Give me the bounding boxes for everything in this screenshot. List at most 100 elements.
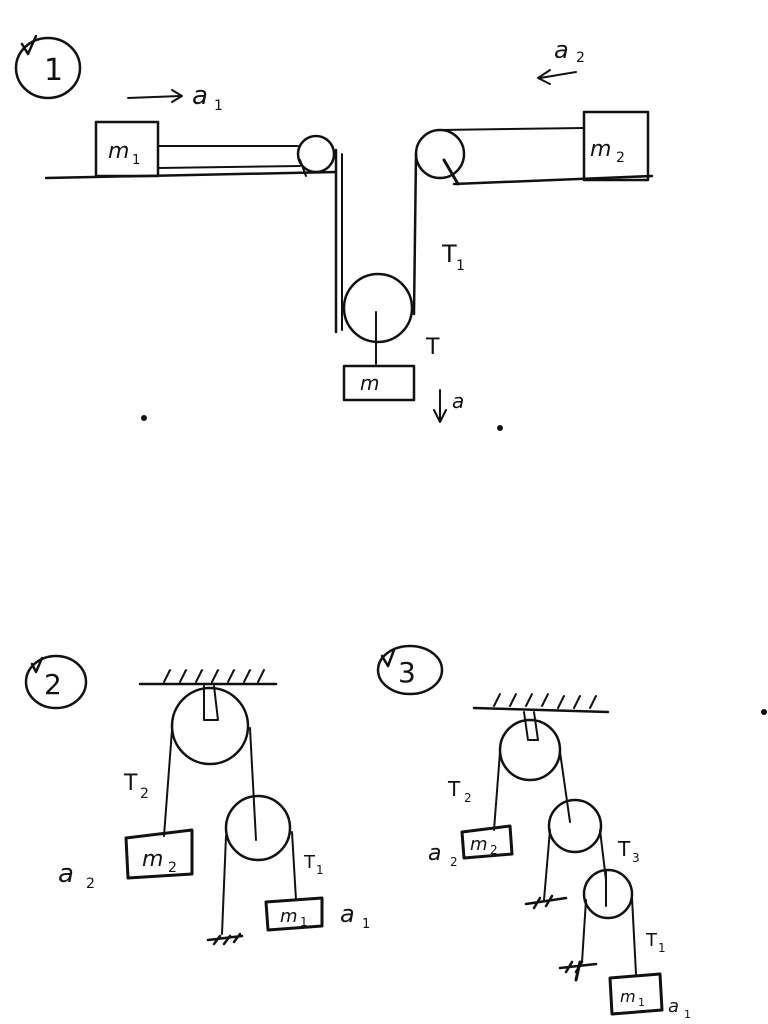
label-T1-sub: 1 xyxy=(658,941,666,955)
pulley-right xyxy=(414,128,466,186)
pulley-hanging xyxy=(342,272,414,365)
pulley-middle xyxy=(543,798,607,901)
pulley-hanging-wheel xyxy=(342,272,414,344)
label-a1: a xyxy=(668,996,679,1017)
label-T2: T xyxy=(447,777,461,801)
label-m: m xyxy=(360,371,379,395)
right-table-surface xyxy=(452,174,654,186)
ceiling-hatch xyxy=(163,669,265,683)
block-m1: m 1 xyxy=(264,896,324,932)
problem-2: 2 T 2 m 2 a 2 xyxy=(24,654,370,946)
label-a2-sub: 2 xyxy=(576,50,585,66)
label-m1: m xyxy=(620,987,636,1006)
string-m2-top xyxy=(439,127,585,131)
ground-anchor xyxy=(206,932,244,946)
accel-a1-arrow: a 1 xyxy=(127,81,223,114)
label-T2: T xyxy=(123,771,138,796)
pulley-top xyxy=(498,711,562,782)
label-T1-sub: 1 xyxy=(316,863,324,877)
ground-anchor-bottom-post xyxy=(574,960,582,982)
number-circle xyxy=(14,36,82,100)
rope-to-m2 xyxy=(493,751,501,831)
block-m2: m 2 xyxy=(124,828,194,880)
dot xyxy=(141,415,147,421)
problem-1: 1 a 1 a 2 m 1 xyxy=(14,34,654,431)
accel-a-arrow: a xyxy=(433,389,464,423)
ceiling xyxy=(472,693,610,714)
pulley-bottom-wheel xyxy=(582,868,634,920)
rope-lower-left xyxy=(221,835,227,935)
arrow-line xyxy=(539,71,577,79)
string-right-vertical xyxy=(412,152,418,316)
label-a2: a xyxy=(554,36,569,64)
string-m1-bottom xyxy=(157,165,301,169)
label-T1: T xyxy=(645,930,658,951)
label-a1: a xyxy=(192,81,208,111)
label-a: a xyxy=(452,389,464,413)
block-m: m xyxy=(342,364,416,402)
label-m2: m xyxy=(142,847,163,872)
pulley-lower-wheel xyxy=(224,794,292,862)
pulley-bottom xyxy=(581,868,637,975)
block-m2: m 2 xyxy=(582,110,650,182)
label-a1-sub: 1 xyxy=(684,1008,691,1021)
pulley-left xyxy=(296,134,336,177)
label-m1: m xyxy=(108,139,129,164)
arrow-head-icon xyxy=(171,89,183,103)
problem-3: 3 T 2 m 2 a 2 xyxy=(376,644,767,1021)
dot xyxy=(497,425,503,431)
arrow-head-icon xyxy=(433,409,447,423)
pulley-middle-wheel xyxy=(547,798,603,854)
accel-a2-arrow: a 2 xyxy=(537,36,585,85)
check-mark-icon xyxy=(380,648,396,668)
label-T: T xyxy=(425,335,440,360)
label-T1: T xyxy=(441,240,457,268)
pulley-top xyxy=(170,685,250,766)
problem-1-number-badge: 1 xyxy=(14,34,82,100)
rope-bottom-left xyxy=(581,899,587,963)
number-circle xyxy=(376,644,444,696)
pulley-right-wheel xyxy=(414,128,466,180)
rope-lower-right xyxy=(291,831,297,901)
arrow-head-icon xyxy=(537,69,551,85)
label-m1: m xyxy=(280,906,298,927)
label-a1-sub: 1 xyxy=(362,917,370,932)
label-a2: a xyxy=(58,859,74,889)
pulley-top-wheel xyxy=(170,686,250,766)
label-a1-sub: 1 xyxy=(214,98,223,114)
pulley-left-mount xyxy=(299,159,307,177)
label-T1-sub: 1 xyxy=(456,258,465,274)
rope-top-to-middle xyxy=(559,751,571,823)
label-T2-sub: 2 xyxy=(464,791,472,805)
label-a2: a xyxy=(428,841,441,866)
label-T3-sub: 3 xyxy=(632,851,640,865)
label-m1-sub: 1 xyxy=(300,915,308,929)
number-circle xyxy=(24,654,88,710)
label-m2-sub: 2 xyxy=(168,860,177,876)
label-a1: a xyxy=(340,900,355,928)
block-m2-box xyxy=(124,828,194,880)
block-m-box xyxy=(342,364,416,402)
block-m1-box xyxy=(264,896,324,932)
problem-3-number-badge: 3 xyxy=(376,644,444,696)
rope-middle-right xyxy=(599,829,607,881)
pulley-lower xyxy=(221,794,297,935)
block-m1: m 1 xyxy=(608,972,664,1016)
label-m1-sub: 1 xyxy=(638,996,645,1009)
dot xyxy=(761,709,767,715)
left-table-surface xyxy=(44,170,338,180)
pulley-top-wheel xyxy=(498,718,562,782)
problem-number: 2 xyxy=(44,668,62,701)
pulley-top-mount xyxy=(523,711,539,741)
check-mark-icon xyxy=(20,34,38,56)
rope-middle-left xyxy=(543,829,551,901)
block-m2-box xyxy=(582,110,650,182)
rope-top-to-lower-pulley xyxy=(249,727,257,841)
label-a2-sub: 2 xyxy=(86,876,95,892)
label-m2: m xyxy=(470,834,488,855)
label-m1-sub: 1 xyxy=(132,153,140,168)
label-T2-sub: 2 xyxy=(140,786,149,802)
ceiling-hatch xyxy=(493,693,597,709)
block-m1: m 1 xyxy=(94,120,160,178)
